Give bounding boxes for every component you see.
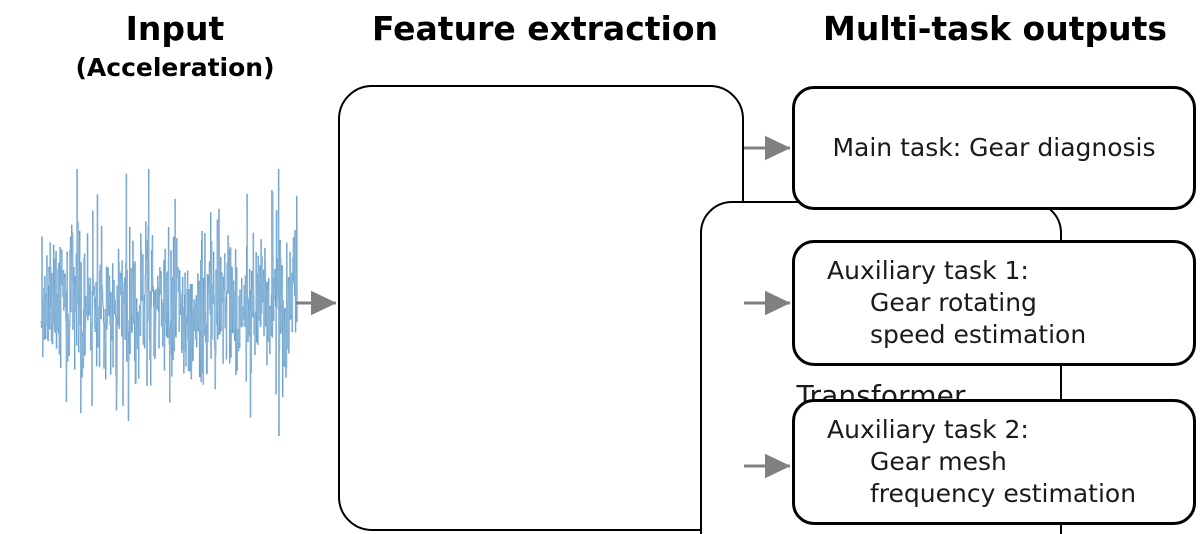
column-subtitle-acceleration: (Acceleration) — [75, 53, 275, 82]
output-line-aux2-detail-2: frequency estimation — [870, 479, 1137, 508]
output-box-auxiliary-task-2: Auxiliary task 2: Gear mesh frequency es… — [792, 399, 1196, 525]
output-line-aux1-detail-2: speed estimation — [870, 320, 1087, 349]
column-title-input: Input — [125, 9, 225, 48]
output-line-aux2-heading: Auxiliary task 2: — [827, 415, 1029, 444]
output-line-aux1-heading: Auxiliary task 1: — [827, 256, 1029, 285]
waveform-trace-light — [40, 168, 298, 437]
feature-extraction-outer-box: Transformer — [338, 85, 1062, 534]
acceleration-waveform-plot — [40, 165, 298, 440]
column-title-feature-extraction: Feature extraction — [371, 9, 719, 48]
output-line-aux1-detail-1: Gear rotating — [870, 288, 1037, 317]
output-line-main-task: Main task: Gear diagnosis — [832, 133, 1156, 162]
output-box-auxiliary-task-1: Auxiliary task 1: Gear rotating speed es… — [792, 240, 1196, 366]
output-box-main-task: Main task: Gear diagnosis — [792, 86, 1196, 210]
output-line-aux2-detail-1: Gear mesh — [870, 447, 1007, 476]
column-title-multi-task-outputs: Multi-task outputs — [822, 9, 1168, 48]
